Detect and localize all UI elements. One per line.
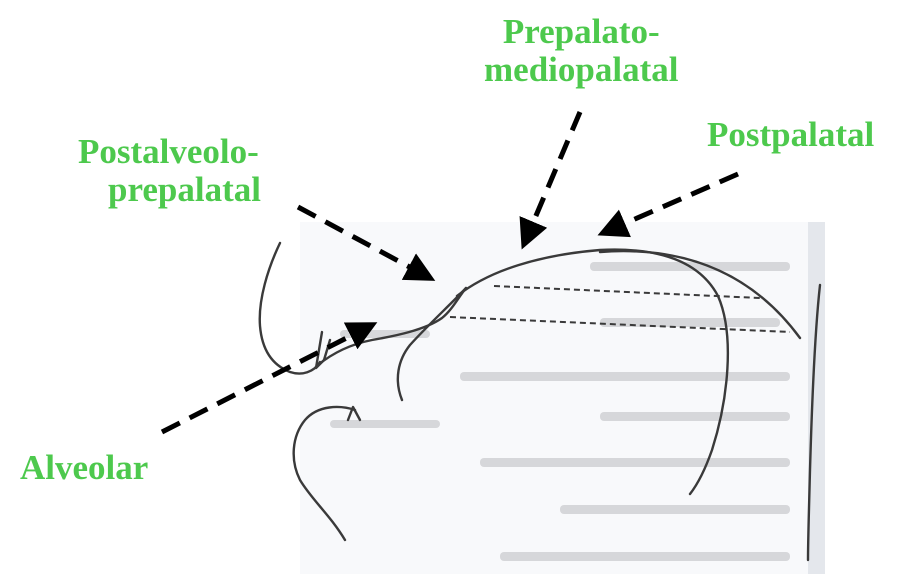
label-postpalatal: Postpalatal xyxy=(707,116,874,154)
background-page xyxy=(300,222,825,574)
label-alveolar: Alveolar xyxy=(20,449,148,487)
label-prepalato-mediopalatal: Prepalato- mediopalatal xyxy=(484,13,678,89)
page-gutter xyxy=(808,222,825,574)
label-postalveolo-prepalatal: Postalveolo- prepalatal xyxy=(78,133,261,209)
background-page-area xyxy=(300,222,825,574)
label-prepalato-line2: mediopalatal xyxy=(484,51,678,89)
label-prepalato-line1: Prepalato- xyxy=(484,13,678,51)
label-postalveolo-line1: Postalveolo- xyxy=(78,133,261,171)
label-postalveolo-line2: prepalatal xyxy=(108,171,261,209)
